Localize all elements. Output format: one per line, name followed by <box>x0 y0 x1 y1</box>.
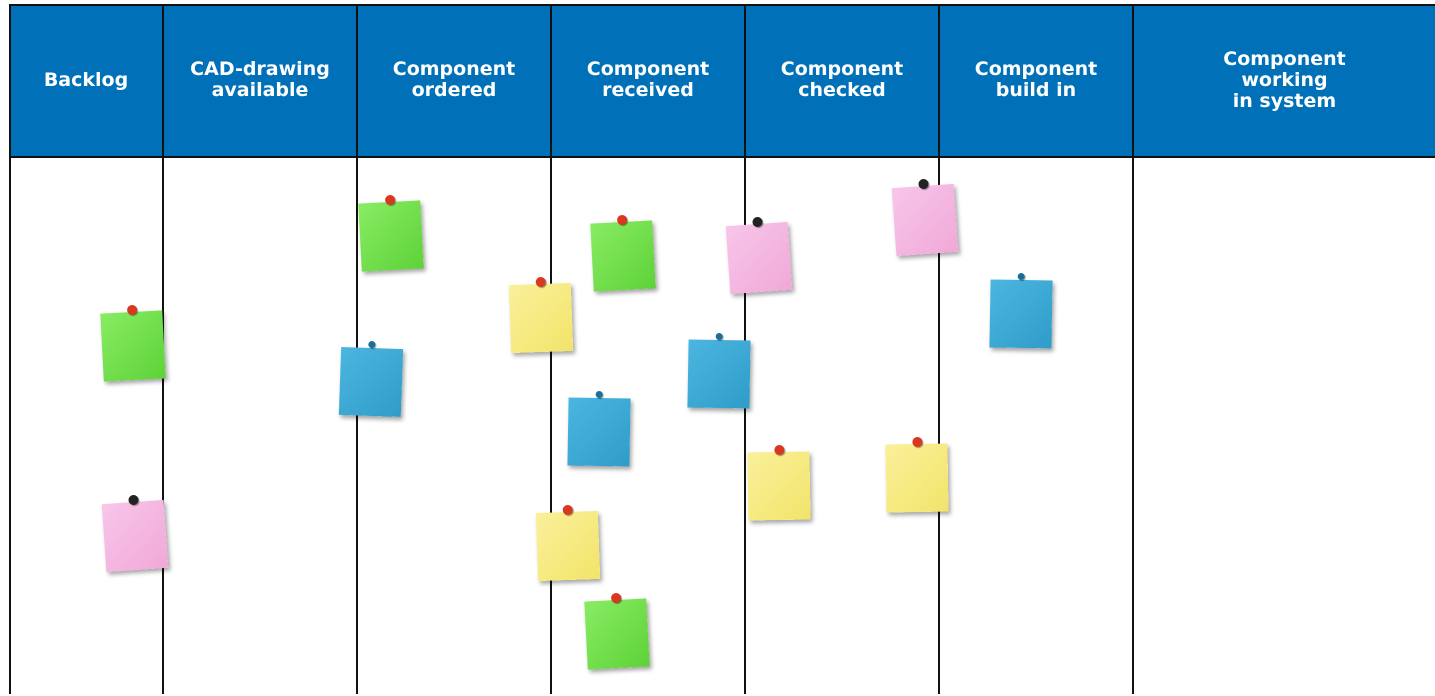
pushpin-icon <box>368 340 376 349</box>
sticky-note-yellow[interactable] <box>747 444 811 521</box>
pushpin-icon <box>715 332 723 341</box>
column-header-component-ordered: Component ordered <box>358 4 550 156</box>
column-header-label: Component build in <box>974 58 1098 101</box>
column-header-component-received: Component received <box>552 4 744 156</box>
sticky-note-blue[interactable] <box>687 332 751 409</box>
column-header-cad-drawing-available: CAD-drawing available <box>164 4 356 156</box>
sticky-note-green[interactable] <box>584 592 650 670</box>
column-divider <box>938 4 940 694</box>
sticky-note-green[interactable] <box>100 304 166 382</box>
column-header-component-build-in: Component build in <box>940 4 1132 156</box>
column-divider <box>1132 4 1134 694</box>
header-bottom-border <box>10 156 1435 158</box>
column-header-backlog: Backlog <box>10 4 162 156</box>
sticky-note-blue[interactable] <box>338 340 404 418</box>
column-header-component-checked: Component checked <box>746 4 938 156</box>
pushpin-icon <box>1017 272 1025 281</box>
column-header-label: CAD-drawing available <box>190 58 330 101</box>
sticky-note-green[interactable] <box>590 214 656 292</box>
column-header-label: Component received <box>586 58 710 101</box>
column-header-label: Backlog <box>43 68 129 91</box>
column-header-label: Component ordered <box>392 58 516 101</box>
column-header-label: Component checked <box>780 58 904 101</box>
board-top-border <box>10 4 1435 6</box>
sticky-note-blue[interactable] <box>567 390 631 467</box>
column-divider <box>9 4 11 694</box>
pushpin-icon <box>595 390 603 399</box>
sticky-note-yellow[interactable] <box>508 276 574 354</box>
column-header-component-working-in-system: Component working in system <box>1134 4 1435 156</box>
sticky-note-pink[interactable] <box>101 494 169 573</box>
sticky-note-pink[interactable] <box>891 178 959 257</box>
sticky-note-pink[interactable] <box>725 216 793 295</box>
sticky-note-blue[interactable] <box>989 272 1053 349</box>
sticky-note-yellow[interactable] <box>885 436 949 513</box>
sticky-note-yellow[interactable] <box>535 504 601 582</box>
sticky-note-green[interactable] <box>358 194 424 272</box>
column-header-label: Component working in system <box>1223 47 1346 112</box>
